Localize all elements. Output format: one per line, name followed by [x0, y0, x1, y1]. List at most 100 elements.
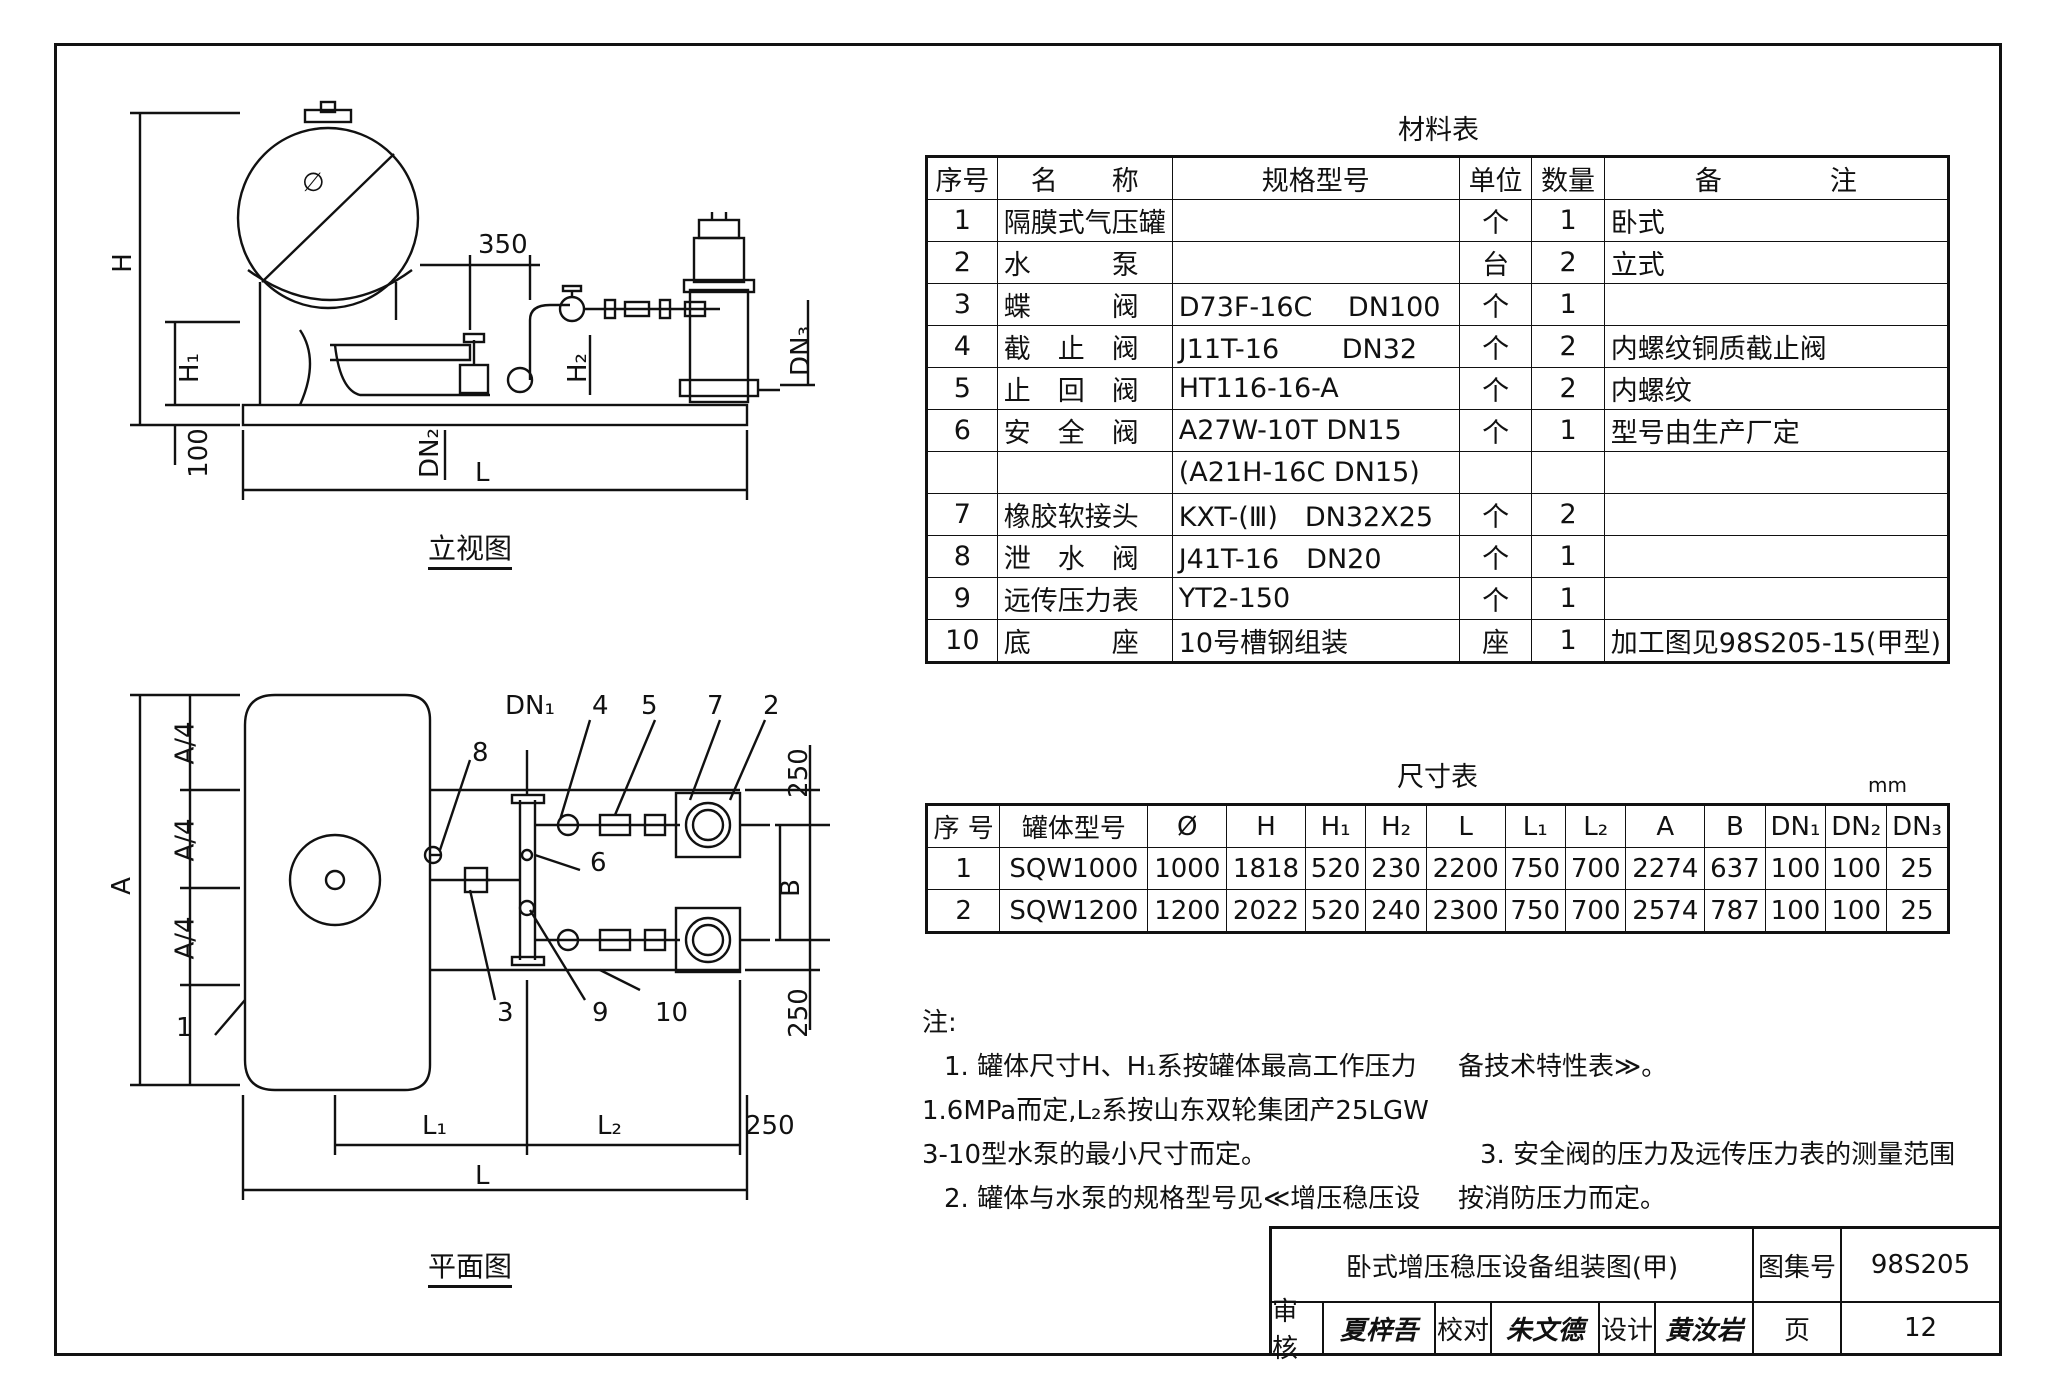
material-cell: 9 — [926, 577, 998, 620]
material-cell: 水 泵 — [996, 241, 1173, 284]
material-cell: 卧式 — [1603, 199, 1950, 242]
dimension-header-cell: DN₃ — [1886, 804, 1949, 848]
material-cell: 个 — [1458, 409, 1533, 452]
material-cell: 泄 水 阀 — [996, 535, 1173, 578]
tank-cradle — [247, 269, 413, 302]
material-cell: 截 止 阀 — [996, 325, 1173, 368]
material-cell: (A21H-16C DN15) — [1171, 451, 1460, 494]
material-cell: 6 — [926, 409, 998, 452]
dim-L-elev: L — [475, 458, 490, 488]
material-cell: 个 — [1458, 325, 1533, 368]
material-cell: J11T-16 DN32 — [1171, 325, 1460, 368]
material-cell: 1 — [1531, 619, 1605, 663]
material-header-cell: 数量 — [1531, 156, 1605, 200]
material-cell: 安 全 阀 — [996, 409, 1173, 452]
material-cell: 10 — [926, 619, 998, 663]
dim-L-plan: L — [475, 1161, 490, 1191]
callout-6: 6 — [590, 848, 607, 878]
dimension-cell: 100 — [1764, 847, 1827, 890]
material-cell: 座 — [1458, 619, 1533, 663]
material-cell: 1 — [1531, 199, 1605, 242]
material-cell: 个 — [1458, 283, 1533, 326]
material-cell: 内螺纹 — [1603, 367, 1950, 410]
note-line-2: 1.6MPa而定,L₂系按山东双轮集团产25LGW — [922, 1096, 1429, 1126]
dimension-cell: 2574 — [1625, 889, 1706, 933]
dimension-header-cell: H — [1226, 804, 1306, 848]
note-line-4: 2. 罐体与水泵的规格型号见≪增压稳压设 — [944, 1184, 1421, 1214]
dimension-header-cell: 序 号 — [925, 804, 1001, 848]
dim-250-top: 250 — [783, 748, 814, 798]
material-cell: 10号槽钢组装 — [1171, 619, 1460, 663]
dimension-cell: 2 — [925, 889, 1001, 933]
dimension-cell: 637 — [1704, 847, 1766, 890]
dimension-cell: 2022 — [1226, 889, 1306, 933]
dimension-cell: 787 — [1704, 889, 1766, 933]
material-cell: 个 — [1458, 199, 1533, 242]
dimension-header-cell: Ø — [1147, 804, 1228, 848]
dim-L2: L₂ — [597, 1111, 622, 1141]
material-cell: 8 — [926, 535, 998, 578]
note-line-1: 1. 罐体尺寸H、H₁系按罐体最高工作压力 — [944, 1052, 1417, 1082]
material-cell: 7 — [926, 493, 998, 536]
callout-10: 10 — [655, 998, 689, 1028]
table-row: (A21H-16C DN15) — [926, 451, 1950, 494]
material-cell: A27W-10T DN15 — [1171, 409, 1460, 452]
material-cell: YT2-150 — [1171, 577, 1460, 620]
dimension-header-cell: 罐体型号 — [999, 804, 1149, 848]
atlas-label: 图集号 — [1754, 1229, 1842, 1303]
material-cell: 2 — [1531, 493, 1605, 536]
dimension-cell: 700 — [1564, 847, 1627, 890]
material-cell: J41T-16 DN20 — [1171, 535, 1460, 578]
material-cell: 1 — [1531, 409, 1605, 452]
notes-label: 注: — [922, 1008, 957, 1038]
material-cell: 5 — [926, 367, 998, 410]
stop-valve-symbol — [556, 813, 580, 837]
dimension-cell: 100 — [1825, 889, 1888, 933]
tank-nozzle — [303, 108, 353, 124]
material-cell — [926, 451, 998, 494]
tank-shell — [236, 126, 420, 310]
tank-top-flange — [288, 833, 382, 927]
dim-B: B — [775, 879, 806, 897]
page-number: 12 — [1903, 1313, 1938, 1343]
material-cell: 加工图见98S205-15(甲型) — [1603, 619, 1950, 663]
tank-plan — [243, 693, 432, 1092]
material-cell: 底 座 — [996, 619, 1173, 663]
dimension-cell: 1 — [925, 847, 1001, 890]
material-cell: 3 — [926, 283, 998, 326]
dim-350: 350 — [478, 230, 528, 260]
plan-view — [130, 693, 830, 1200]
material-cell: 2 — [1531, 367, 1605, 410]
page-label: 页 — [1754, 1303, 1842, 1353]
review-label: 审核 — [1272, 1297, 1324, 1364]
material-cell — [1603, 283, 1950, 326]
dimension-cell: 230 — [1365, 847, 1427, 890]
material-cell: 2 — [1531, 325, 1605, 368]
design-signature: 黄汝岩 — [1656, 1303, 1754, 1353]
dimension-header-cell: A — [1625, 804, 1706, 848]
dimension-cell: 1000 — [1147, 847, 1228, 890]
material-cell: 台 — [1458, 241, 1533, 284]
valve-symbol — [558, 295, 586, 323]
dim-H: H — [107, 253, 138, 273]
dimension-header-cell: DN₂ — [1825, 804, 1888, 848]
pipe-fitting — [506, 366, 534, 394]
dimension-header-cell: H₂ — [1365, 804, 1427, 848]
material-table-title: 材料表 — [1398, 115, 1479, 146]
callout-5: 5 — [641, 691, 658, 721]
material-cell: 内螺纹铜质截止阀 — [1603, 325, 1950, 368]
dimension-cell: 520 — [1304, 889, 1367, 933]
note-line-6: 3. 安全阀的压力及远传压力表的测量范围 — [1480, 1140, 1956, 1170]
material-cell: KXT-(Ⅲ) DN32X25 — [1171, 493, 1460, 536]
pump-motor — [692, 236, 746, 284]
material-cell: 止 回 阀 — [996, 367, 1173, 410]
material-cell: 型号由生产厂定 — [1603, 409, 1950, 452]
material-cell: 2 — [1531, 241, 1605, 284]
material-cell: 蝶 阀 — [996, 283, 1173, 326]
dimension-header-cell: H₁ — [1304, 804, 1367, 848]
